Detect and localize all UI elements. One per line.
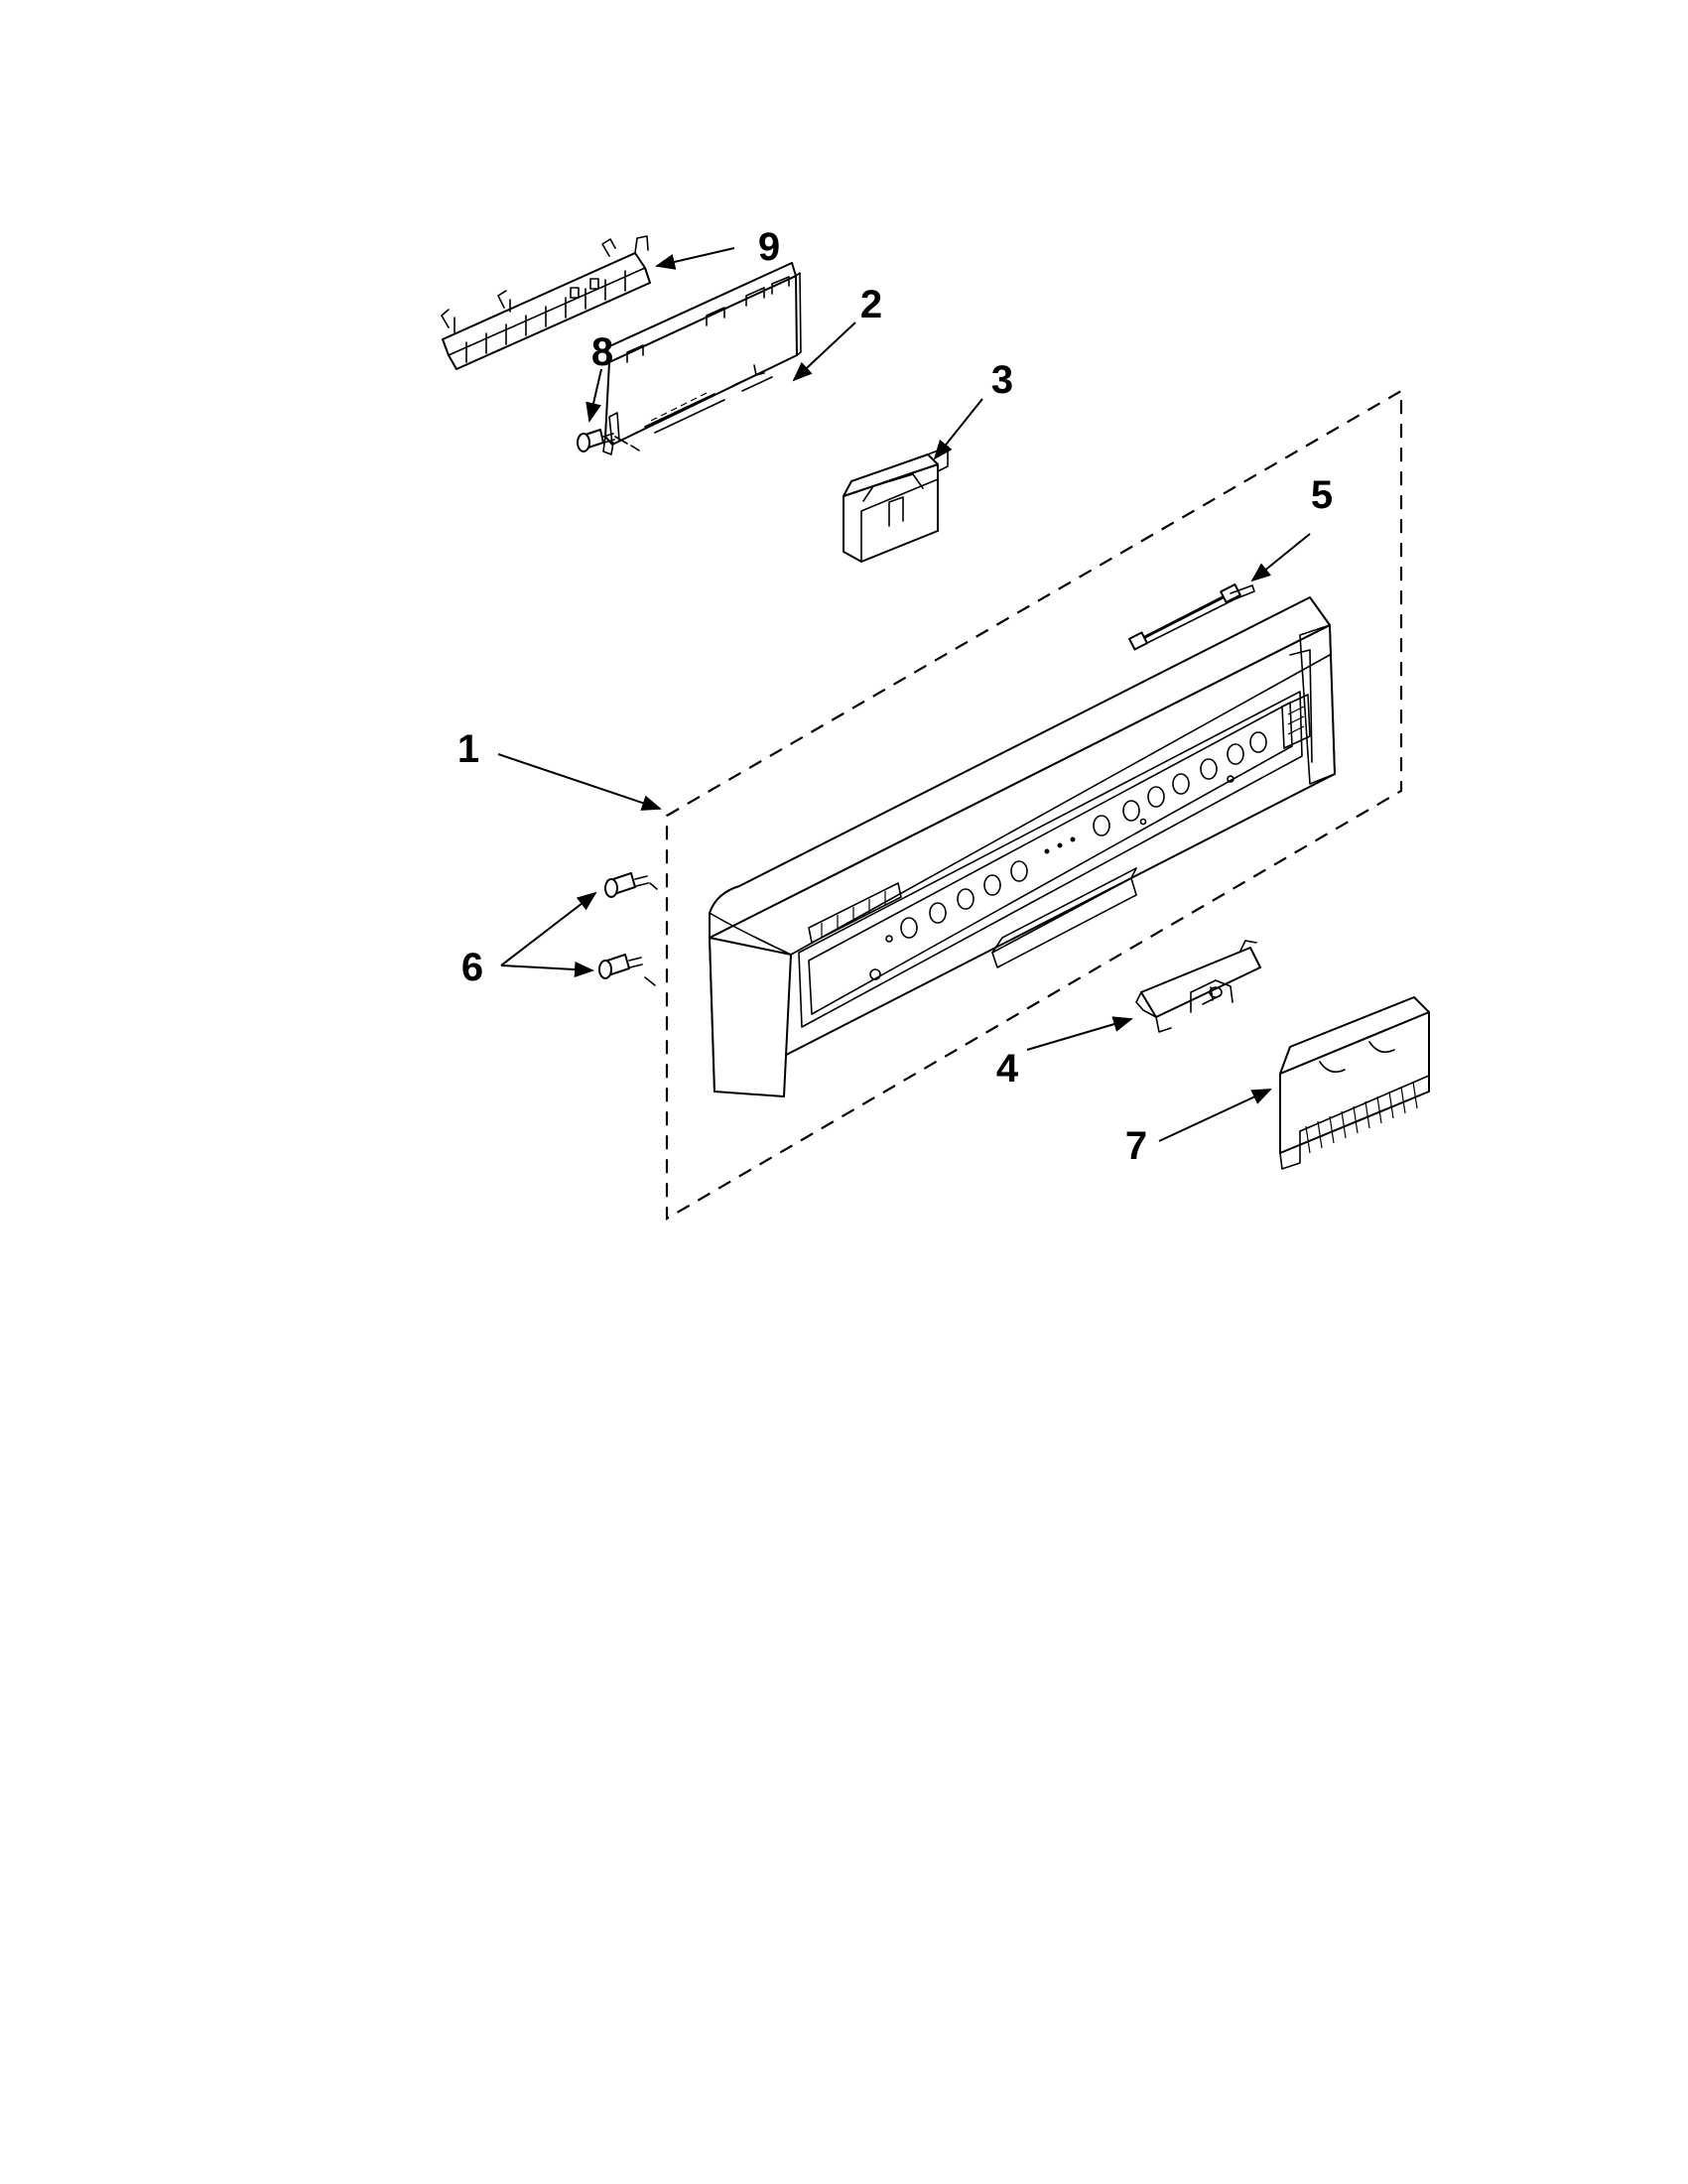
leader-4 <box>1026 1016 1133 1051</box>
callout-3: 3 <box>991 358 1013 402</box>
callout-6: 6 <box>461 946 483 989</box>
shield-bracket-part <box>843 446 949 563</box>
control-board-part <box>602 262 802 455</box>
callout-7: 7 <box>1125 1124 1147 1168</box>
leader-8 <box>585 368 602 423</box>
latch-switch-part <box>1135 940 1261 1033</box>
leader-7 <box>1158 1089 1272 1142</box>
leader-9 <box>655 247 735 270</box>
callout-5: 5 <box>1311 473 1333 517</box>
callout-1: 1 <box>457 727 479 771</box>
screws-part-6 <box>598 872 658 986</box>
leader-6b <box>500 962 594 978</box>
leader-3 <box>933 398 983 460</box>
callout-8: 8 <box>591 330 613 374</box>
assembly-boundary-dashed <box>665 389 1403 1220</box>
leader-6a <box>500 891 597 966</box>
callout-4: 4 <box>996 1047 1019 1091</box>
callout-2: 2 <box>860 283 882 326</box>
leader-1 <box>497 753 662 811</box>
wire-harness-part <box>1128 583 1255 651</box>
wire-bracket-part <box>441 235 651 370</box>
screw-part-8 <box>577 429 640 452</box>
leader-2 <box>792 321 856 382</box>
leader-5 <box>1250 533 1311 582</box>
vent-louver-part <box>1279 996 1430 1170</box>
callout-9: 9 <box>758 225 780 269</box>
control-panel-part <box>709 596 1336 1097</box>
